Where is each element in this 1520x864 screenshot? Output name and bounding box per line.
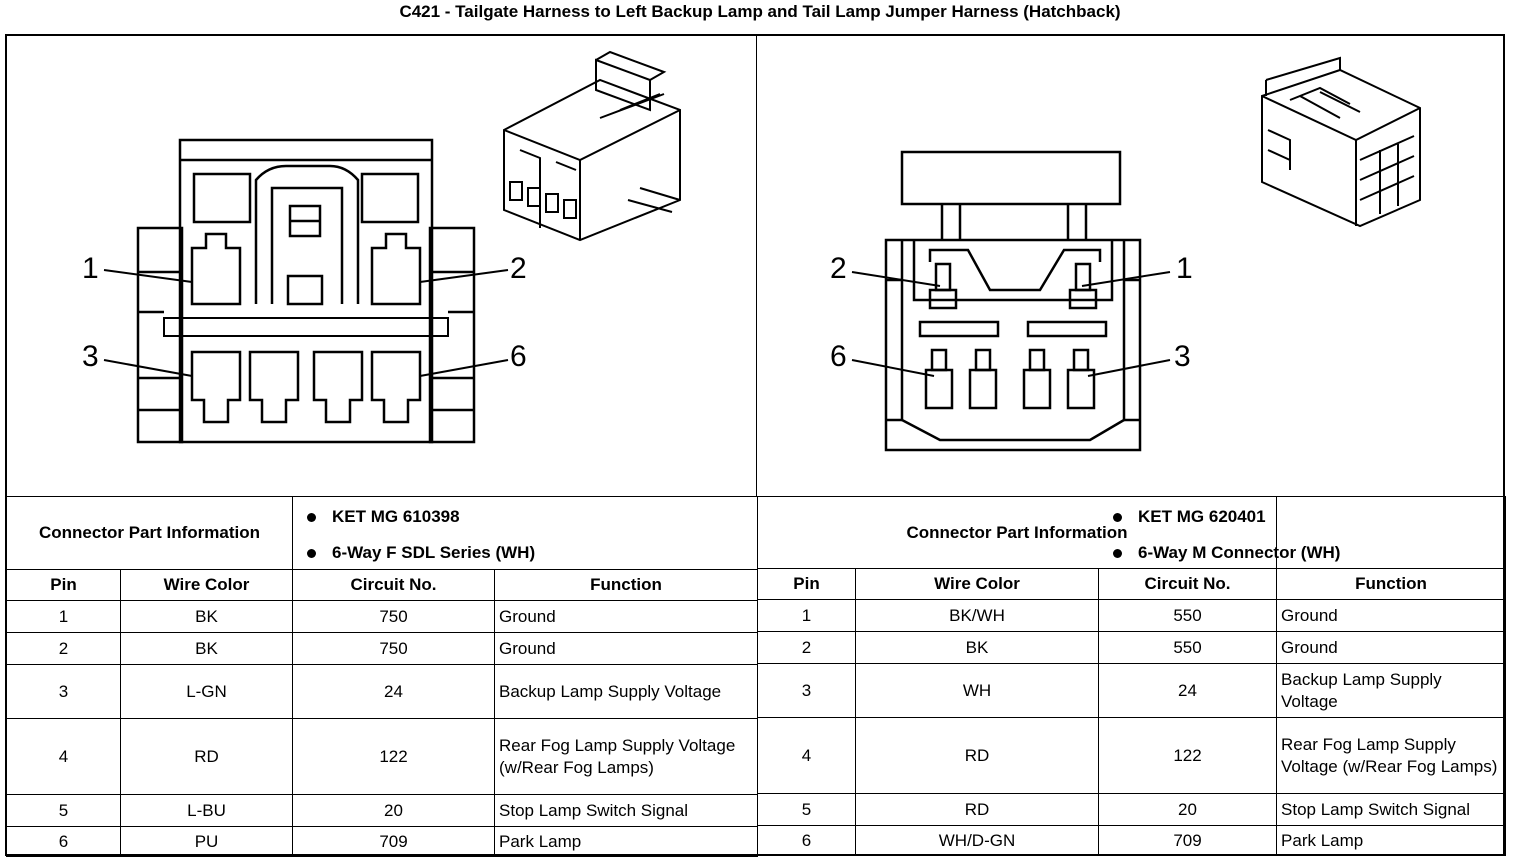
- right-pin-label-1: 1: [1176, 252, 1193, 285]
- wire-color-cell: RD: [855, 717, 1099, 794]
- pin-cell: 6: [6, 826, 121, 857]
- wire-color-cell: BK: [119, 600, 294, 633]
- header-circuit: Circuit No.: [1097, 568, 1278, 600]
- wire-color-cell: WH/D-GN: [855, 825, 1099, 856]
- connector-type: 6-Way M Connector (WH): [1138, 543, 1341, 562]
- header-wire-color: Wire Color: [119, 569, 294, 601]
- function-cell: Rear Fog Lamp Supply Voltage (w/Rear Fog…: [494, 718, 759, 795]
- wire-color-cell: L-BU: [119, 794, 294, 827]
- function-cell: Park Lamp: [494, 826, 759, 857]
- right-pin-label-3: 3: [1174, 340, 1191, 373]
- header-circuit: Circuit No.: [292, 569, 496, 601]
- wire-color-cell: BK/WH: [855, 599, 1099, 632]
- part-info: KET MG 620401 6-Way M Connector (WH): [1113, 496, 1507, 569]
- function-cell: Stop Lamp Switch Signal: [1276, 793, 1507, 826]
- part-number: KET MG 620401: [1138, 507, 1266, 526]
- pin-cell: 2: [757, 631, 856, 664]
- circuit-cell: 24: [292, 664, 496, 719]
- circuit-cell: 20: [1097, 793, 1278, 826]
- right-pin-label-2: 2: [830, 252, 847, 285]
- function-cell: Backup Lamp Supply Voltage: [1276, 663, 1507, 718]
- function-cell: Ground: [494, 632, 759, 665]
- wire-color-cell: WH: [855, 663, 1099, 718]
- wire-color-cell: BK: [855, 631, 1099, 664]
- wire-color-cell: BK: [119, 632, 294, 665]
- wire-color-cell: PU: [119, 826, 294, 857]
- circuit-cell: 550: [1097, 631, 1278, 664]
- pin-cell: 3: [757, 663, 856, 718]
- right-pin-label-6: 6: [830, 340, 847, 373]
- pin-cell: 3: [6, 664, 121, 719]
- left-pin-label-3: 3: [82, 340, 99, 373]
- pin-cell: 5: [6, 794, 121, 827]
- pin-cell: 4: [757, 717, 856, 794]
- circuit-cell: 122: [292, 718, 496, 795]
- circuit-cell: 24: [1097, 663, 1278, 718]
- function-cell: Ground: [1276, 599, 1507, 632]
- header-function: Function: [1276, 568, 1507, 600]
- connector-diagrams: [103, 50, 1421, 452]
- part-number: KET MG 610398: [332, 507, 460, 526]
- header-pin: Pin: [757, 568, 856, 600]
- pin-cell: 2: [6, 632, 121, 665]
- wire-color-cell: RD: [119, 718, 294, 795]
- left-connector-face: [103, 138, 509, 444]
- left-connector-3d-view: [503, 50, 681, 242]
- header-function: Function: [494, 569, 759, 601]
- function-cell: Ground: [494, 600, 759, 633]
- part-info: KET MG 610398 6-Way F SDL Series (WH): [292, 496, 759, 570]
- bullet-icon: [1113, 512, 1123, 522]
- center-divider: [756, 36, 757, 496]
- pin-cell: 4: [6, 718, 121, 795]
- pin-cell: 5: [757, 793, 856, 826]
- function-cell: Park Lamp: [1276, 825, 1507, 856]
- function-cell: Rear Fog Lamp Supply Voltage (w/Rear Fog…: [1276, 717, 1507, 794]
- pin-cell: 6: [757, 825, 856, 856]
- left-pin-label-6: 6: [510, 340, 527, 373]
- right-connector-face: [851, 150, 1171, 452]
- circuit-cell: 750: [292, 600, 496, 633]
- connector-type: 6-Way F SDL Series (WH): [332, 543, 536, 562]
- header-pin: Pin: [6, 569, 121, 601]
- header-wire-color: Wire Color: [855, 568, 1099, 600]
- bullet-icon: [307, 512, 317, 522]
- wire-color-cell: RD: [855, 793, 1099, 826]
- circuit-cell: 709: [1097, 825, 1278, 856]
- wire-color-cell: L-GN: [119, 664, 294, 719]
- circuit-cell: 550: [1097, 599, 1278, 632]
- connector-info-label: Connector Part Information: [5, 496, 294, 570]
- function-cell: Backup Lamp Supply Voltage: [494, 664, 759, 719]
- right-connector-3d-view: [1261, 56, 1421, 228]
- bullet-icon: [1113, 548, 1123, 558]
- pin-cell: 1: [757, 599, 856, 632]
- left-pin-label-1: 1: [82, 252, 99, 285]
- circuit-cell: 709: [292, 826, 496, 857]
- diagram-title: C421 - Tailgate Harness to Left Backup L…: [399, 2, 1121, 21]
- circuit-cell: 20: [292, 794, 496, 827]
- pin-cell: 1: [6, 600, 121, 633]
- function-cell: Stop Lamp Switch Signal: [494, 794, 759, 827]
- circuit-cell: 750: [292, 632, 496, 665]
- circuit-cell: 122: [1097, 717, 1278, 794]
- function-cell: Ground: [1276, 631, 1507, 664]
- bullet-icon: [307, 548, 317, 558]
- left-pinout-table: Connector Part Information KET MG 610398…: [5, 496, 759, 857]
- right-pinout-table: Connector Part Information KET MG 620401…: [756, 496, 1507, 856]
- left-pin-label-2: 2: [510, 252, 527, 285]
